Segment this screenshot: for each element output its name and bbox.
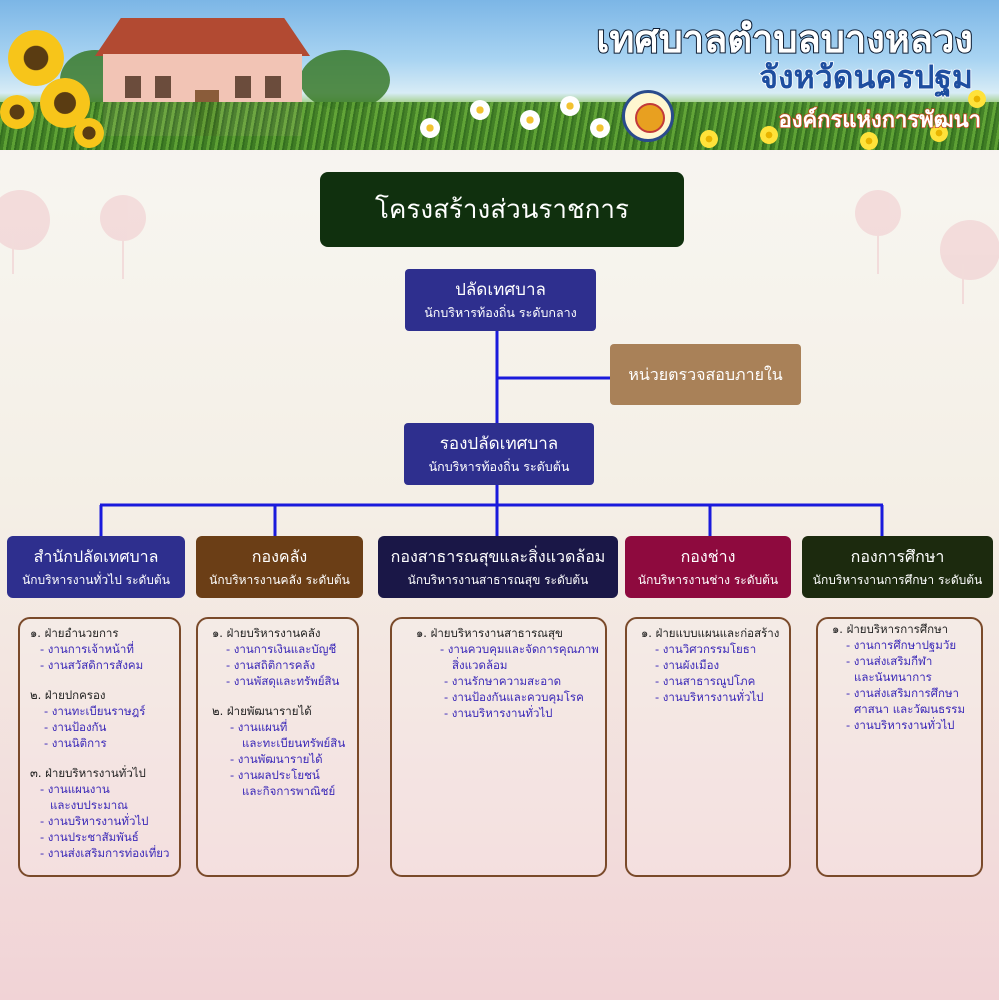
sunflower-image: [74, 118, 104, 148]
deputy-title: รองปลัดเทศบาล: [439, 433, 559, 454]
flower-image: [760, 126, 778, 144]
department-subtitle: นักบริหารงานช่าง ระดับต้น: [637, 572, 779, 587]
list-item: สิ่งแวดล้อม: [452, 658, 508, 672]
list-item: และทะเบียนทรัพย์สิน: [242, 736, 346, 750]
list-item: - งานการเจ้าหน้าที่: [40, 642, 134, 656]
list-item: และงบประมาณ: [50, 798, 128, 812]
section-heading: ๑. ฝ่ายบริหารงานสาธารณสุข: [416, 626, 563, 640]
list-item: และกิจการพาณิชย์: [242, 784, 336, 798]
list-item: - งานผลประโยชน์: [230, 768, 320, 782]
list-item: - งานการเงินและบัญชี: [226, 642, 337, 656]
list-item: - งานส่งเสริมการท่องเที่ยว: [40, 846, 170, 860]
department-box-public-health: กองสาธารณสุขและสิ่งแวดล้อม นักบริหารงานส…: [378, 536, 618, 598]
list-item: - งานบริหารงานทั่วไป: [444, 706, 553, 720]
header-banner: เทศบาลตำบลบางหลวง จังหวัดนครปฐม องค์กรแห…: [0, 0, 999, 150]
chart-title: โครงสร้างส่วนราชการ: [375, 194, 629, 225]
daisy-image: [470, 100, 490, 120]
chief-title: ปลัดเทศบาล: [455, 279, 546, 300]
daisy-image: [590, 118, 610, 138]
chief-subtitle: นักบริหารท้องถิ่น ระดับกลาง: [424, 304, 577, 320]
department-subtitle: นักบริหารงานคลัง ระดับต้น: [209, 572, 350, 587]
list-item: - งานแผนงาน: [40, 782, 110, 796]
section-heading: ๑. ฝ่ายบริหารงานคลัง: [212, 626, 321, 640]
department-title: กองสาธารณสุขและสิ่งแวดล้อม: [390, 546, 606, 566]
lantern-decoration: [855, 190, 901, 274]
section-heading: ๑. ฝ่ายบริหารการศึกษา: [832, 622, 949, 636]
list-item: - งานป้องกัน: [44, 720, 107, 734]
grass-image: [0, 102, 999, 150]
flower-image: [860, 132, 878, 150]
daisy-image: [420, 118, 440, 138]
department-title: กองการศึกษา: [850, 546, 945, 566]
department-title: สำนักปลัดเทศบาล: [33, 546, 159, 566]
list-item: - งานส่งเสริมการศึกษา: [846, 686, 959, 700]
department-box-education: กองการศึกษา นักบริหารงานการศึกษา ระดับต้…: [802, 536, 993, 598]
list-item: - งานป้องกันและควบคุมโรค: [444, 690, 584, 704]
list-item: - งานบริหารงานทั่วไป: [655, 690, 764, 704]
sunflower-image: [0, 95, 34, 129]
section-heading: ๑. ฝ่ายแบบแผนและก่อสร้าง: [641, 626, 780, 640]
list-item: - งานควบคุมและจัดการคุณภาพ: [440, 642, 599, 656]
list-item: - งานประชาสัมพันธ์: [40, 830, 139, 844]
banner-slogan: องค์กรแห่งการพัฒนา: [778, 107, 982, 134]
department-subtitle: นักบริหารงานสาธารณสุข ระดับต้น: [407, 572, 589, 587]
daisy-image: [520, 110, 540, 130]
flower-image: [930, 124, 948, 142]
department-duties-list-finance: ๑. ฝ่ายบริหารงานคลัง - งานการเงินและบัญช…: [196, 617, 359, 877]
list-item: - งานแผนที่: [230, 720, 288, 734]
department-duties-list-public-health: ๑. ฝ่ายบริหารงานสาธารณสุข - งานควบคุมและ…: [390, 617, 607, 877]
list-item: - งานพัสดุและทรัพย์สิน: [226, 674, 340, 688]
sunflower-image: [8, 30, 64, 86]
list-item: - งานสวัสดิการสังคม: [40, 658, 144, 672]
list-item: - งานวิศวกรรมโยธา: [655, 642, 757, 656]
list-item: - งานการศึกษาปฐมวัย: [846, 638, 957, 652]
department-box-finance: กองคลัง นักบริหารงานคลัง ระดับต้น: [196, 536, 363, 598]
chief-administrator-box: ปลัดเทศบาล นักบริหารท้องถิ่น ระดับกลาง: [405, 269, 596, 331]
department-duties-list-office: ๑. ฝ่ายอำนวยการ - งานการเจ้าหน้าที่ - งา…: [18, 617, 181, 877]
deputy-administrator-box: รองปลัดเทศบาล นักบริหารท้องถิ่น ระดับต้น: [404, 423, 594, 485]
list-item: - งานรักษาความสะอาด: [444, 674, 562, 688]
internal-audit-box: หน่วยตรวจสอบภายใน: [610, 344, 801, 405]
list-item: - งานบริหารงานทั่วไป: [40, 814, 149, 828]
list-item: - งานพัฒนารายได้: [230, 752, 323, 766]
section-heading: ๓. ฝ่ายบริหารงานทั่วไป: [30, 766, 146, 780]
list-item: - งานสถิติการคลัง: [226, 658, 316, 672]
lantern-decoration: [100, 195, 146, 279]
list-item: และนันทนาการ: [854, 670, 932, 684]
lantern-decoration: [940, 220, 999, 304]
chart-title-box: โครงสร้างส่วนราชการ: [320, 172, 684, 247]
tree-image: [300, 50, 390, 110]
lantern-decoration: [0, 190, 50, 274]
list-item: ศาสนา และวัฒนธรรม: [854, 702, 966, 716]
department-duties-list-engineering: ๑. ฝ่ายแบบแผนและก่อสร้าง - งานวิศวกรรมโย…: [625, 617, 791, 877]
list-item: - งานส่งเสริมกีฬา: [846, 654, 933, 668]
daisy-image: [560, 96, 580, 116]
section-heading: ๑. ฝ่ายอำนวยการ: [30, 626, 119, 640]
list-item: - งานนิติการ: [44, 736, 107, 750]
list-item: - งานทะเบียนราษฎร์: [44, 704, 146, 718]
department-subtitle: นักบริหารงานการศึกษา ระดับต้น: [812, 572, 983, 587]
department-subtitle: นักบริหารงานทั่วไป ระดับต้น: [22, 572, 170, 587]
department-box-office: สำนักปลัดเทศบาล นักบริหารงานทั่วไป ระดับ…: [7, 536, 185, 598]
department-title: กองคลัง: [251, 546, 308, 566]
deputy-subtitle: นักบริหารท้องถิ่น ระดับต้น: [428, 458, 570, 474]
flower-image: [968, 90, 986, 108]
list-item: - งานผังเมือง: [655, 658, 720, 672]
municipal-seal-logo: [622, 90, 674, 142]
banner-title: เทศบาลตำบลบางหลวง: [595, 16, 974, 62]
banner-province: จังหวัดนครปฐม: [759, 57, 974, 97]
section-heading: ๒. ฝ่ายพัฒนารายได้: [212, 704, 312, 718]
audit-title: หน่วยตรวจสอบภายใน: [628, 364, 783, 384]
department-title: กองช่าง: [680, 546, 736, 566]
department-box-engineering: กองช่าง นักบริหารงานช่าง ระดับต้น: [625, 536, 791, 598]
flower-image: [700, 130, 718, 148]
section-heading: ๒. ฝ่ายปกครอง: [30, 688, 106, 702]
department-duties-list-education: ๑. ฝ่ายบริหารการศึกษา - งานการศึกษาปฐมวั…: [816, 617, 983, 877]
list-item: - งานบริหารงานทั่วไป: [846, 718, 955, 732]
list-item: - งานสาธารณูปโภค: [655, 674, 756, 688]
